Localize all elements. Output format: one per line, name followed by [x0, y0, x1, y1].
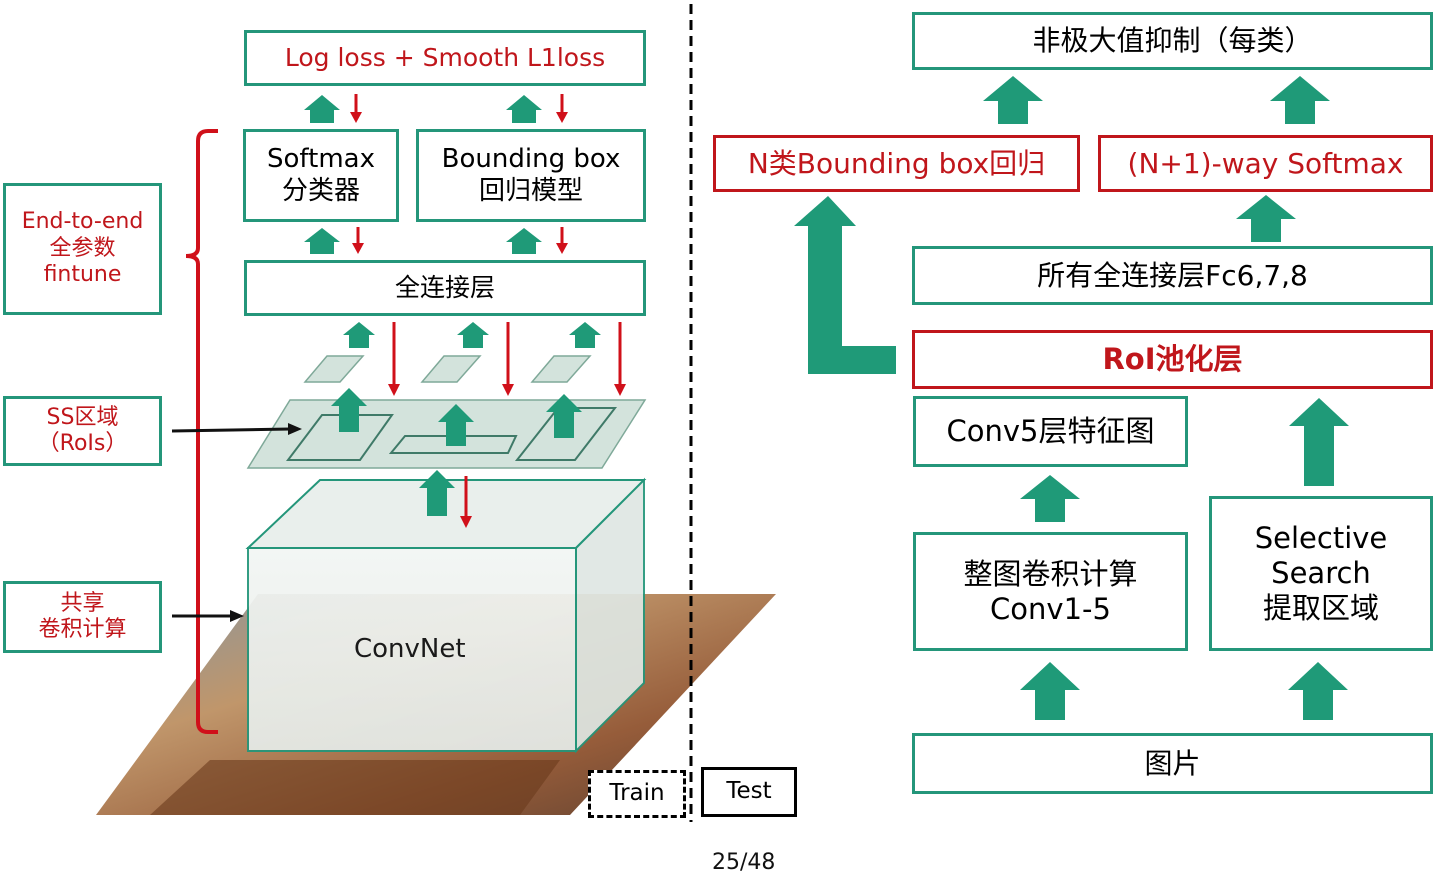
test-conv5-label: Conv5层特征图 — [946, 414, 1155, 449]
train-softmax-box: Softmax 分类器 — [243, 129, 399, 222]
up-arrow-icon — [1289, 398, 1349, 486]
finetune-line1: End-to-end — [21, 209, 144, 235]
up-arrow-icon — [569, 322, 601, 348]
train-tag: Train — [588, 770, 686, 818]
down-arrow-icon — [388, 384, 400, 396]
train-fc-label: 全连接层 — [394, 273, 495, 302]
roi-region-1 — [285, 414, 394, 461]
roi-region-3 — [514, 407, 618, 461]
pooled-roi-1 — [303, 355, 365, 383]
test-ss-line3: 提取区域 — [1262, 590, 1379, 625]
test-softmax-box: (N+1)-way Softmax — [1098, 135, 1433, 192]
train-down-arrows — [350, 94, 626, 528]
up-arrow-icon — [1020, 475, 1080, 522]
up-arrow-icon — [506, 95, 542, 123]
shared-line1: 共享 — [60, 590, 105, 616]
up-arrow-icon — [1236, 195, 1296, 242]
down-arrow-icon — [460, 516, 472, 528]
test-up-arrows — [794, 76, 1349, 720]
image-highlight — [150, 760, 560, 815]
rois-line1: SS区域 — [46, 404, 119, 430]
test-roi-pool-label: RoI池化层 — [1102, 342, 1243, 377]
test-tag-label: Test — [726, 778, 772, 805]
test-tag: Test — [701, 767, 797, 817]
up-arrow-icon — [438, 404, 474, 446]
pooled-roi-3 — [530, 355, 592, 383]
right-arrow-icon — [230, 610, 244, 622]
rois-line2: （RoIs） — [37, 431, 128, 456]
up-arrow-icon — [304, 228, 340, 254]
softmax-line1: Softmax — [267, 144, 375, 175]
shared-conv-label-box: 共享 卷积计算 — [3, 581, 162, 653]
up-arrow-icon — [343, 322, 375, 348]
test-image-label: 图片 — [1144, 746, 1201, 780]
up-arrow-icon — [304, 95, 340, 123]
down-arrow-icon — [352, 243, 364, 254]
test-roi-pool-box: RoI池化层 — [912, 330, 1433, 389]
pooled-roi-2 — [420, 355, 482, 383]
finetune-line2: 全参数 — [49, 235, 116, 261]
test-bbox-reg-box: N类Bounding box回归 — [713, 135, 1080, 192]
up-arrow-icon — [331, 388, 367, 432]
page-number: 25/48 — [712, 850, 776, 875]
test-softmax-label: (N+1)-way Softmax — [1127, 146, 1404, 180]
up-arrow-icon — [1270, 76, 1330, 124]
finetune-line3: fintune — [43, 262, 122, 288]
rois-label-box: SS区域 （RoIs） — [3, 396, 162, 466]
shared-line2: 卷积计算 — [38, 617, 127, 642]
test-fc-label: 所有全连接层Fc6,7,8 — [1037, 258, 1308, 292]
l-shaped-arrow — [794, 196, 896, 374]
test-conv-line1: 整图卷积计算 — [963, 556, 1138, 591]
finetune-brace — [185, 129, 218, 734]
train-up-arrows — [304, 95, 601, 516]
convnet-label: ConvNet — [354, 634, 466, 664]
finetune-label-box: End-to-end 全参数 fintune — [3, 183, 162, 315]
test-conv5-box: Conv5层特征图 — [913, 396, 1188, 467]
train-fc-box: 全连接层 — [244, 260, 646, 316]
pointer-arrows — [171, 423, 302, 622]
down-arrow-icon — [556, 243, 568, 254]
up-arrow-icon — [983, 76, 1043, 124]
down-arrow-icon — [502, 384, 514, 396]
down-arrow-icon — [556, 112, 568, 123]
test-image-box: 图片 — [912, 733, 1433, 794]
train-bbox-box: Bounding box 回归模型 — [416, 129, 646, 222]
train-loss-label: Log loss + Smooth L1loss — [284, 43, 606, 72]
up-arrow-icon — [1288, 662, 1348, 720]
up-arrow-icon — [1020, 662, 1080, 720]
train-loss-box: Log loss + Smooth L1loss — [244, 30, 646, 86]
test-nms-label: 非极大值抑制（每类） — [1032, 24, 1313, 58]
test-ss-box: Selective Search 提取区域 — [1209, 496, 1433, 651]
test-conv-line2: Conv1-5 — [990, 591, 1111, 626]
right-arrow-icon — [288, 423, 302, 435]
train-tag-label: Train — [609, 780, 665, 807]
up-arrow-icon — [419, 470, 455, 516]
bbox-line2: 回归模型 — [478, 175, 583, 206]
down-arrow-icon — [614, 384, 626, 396]
roi-region-2 — [388, 435, 518, 454]
up-arrow-icon — [506, 228, 542, 254]
test-fc-box: 所有全连接层Fc6,7,8 — [912, 246, 1433, 305]
test-ss-line2: Search — [1271, 556, 1371, 591]
test-nms-box: 非极大值抑制（每类） — [912, 12, 1433, 70]
test-conv-box: 整图卷积计算 Conv1-5 — [913, 532, 1188, 651]
softmax-line2: 分类器 — [281, 175, 360, 206]
test-ss-line1: Selective — [1254, 521, 1388, 556]
convnet-cube-front — [247, 547, 577, 752]
up-arrow-icon — [457, 322, 489, 348]
down-arrow-icon — [350, 112, 362, 123]
test-bbox-reg-label: N类Bounding box回归 — [747, 146, 1046, 180]
up-arrow-icon — [546, 394, 582, 438]
bbox-line1: Bounding box — [441, 144, 621, 175]
